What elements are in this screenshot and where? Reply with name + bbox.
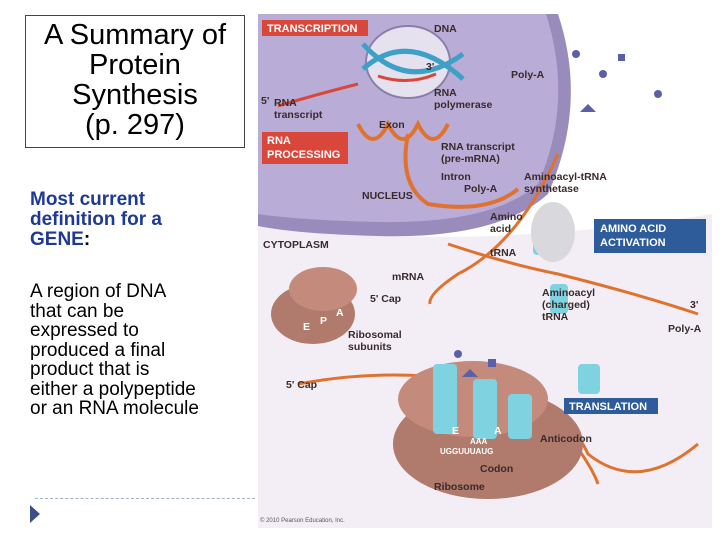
rna-processing-banner — [262, 132, 348, 164]
amino-acid-icon — [462, 369, 478, 377]
body-line: either a polypeptide — [30, 378, 196, 400]
nucleus-label: NUCLEUS — [362, 190, 413, 202]
aminoacyl-charged-label: (charged) — [542, 299, 590, 311]
amino-acid-icon — [572, 50, 580, 58]
aminoacyl-synthetase-label: Aminoacyl-tRNA — [524, 171, 607, 183]
translation-label: TRANSLATION — [569, 401, 647, 413]
amino-acid-icon — [654, 90, 662, 98]
trna-icon — [473, 379, 497, 439]
mature-mrna-strand — [403, 133, 520, 209]
rna-polymerase-label: polymerase — [434, 99, 493, 111]
rna-transcript-label: RNA — [274, 97, 297, 109]
title-line: Synthesis — [72, 79, 198, 111]
amino-acid-activation-banner — [594, 219, 706, 253]
colon: : — [83, 229, 91, 250]
body-line: that can be — [30, 300, 125, 322]
protein-synthesis-figure: TRANSCRIPTION RNA PROCESSING AMINO ACID … — [258, 14, 712, 528]
trna-icon — [508, 394, 532, 439]
footer-divider — [35, 498, 255, 499]
five-prime-label: 5' — [261, 95, 269, 107]
pre-mrna-label: RNA transcript — [441, 141, 515, 153]
trna-icon — [433, 364, 457, 434]
ribosomal-large-subunit-icon — [289, 267, 357, 311]
aminoacyl-charged-label: tRNA — [542, 311, 569, 323]
site-e-label: E — [452, 425, 459, 437]
site-p-label: P — [320, 315, 327, 327]
ribosome-label: Ribosome — [434, 481, 485, 493]
trna-icon — [578, 364, 600, 394]
aminoacyl-charged-label: Aminoacyl — [542, 287, 595, 299]
three-prime-label: 3' — [426, 61, 434, 73]
slide-title: A Summary of Protein Synthesis (p. 297) — [25, 15, 245, 148]
amino-acid-activation-label: ACTIVATION — [600, 237, 666, 249]
heading-line: GENE: — [30, 230, 240, 250]
synthetase-icon — [531, 202, 575, 262]
transcription-label: TRANSCRIPTION — [267, 23, 358, 35]
amino-acid-icon — [488, 359, 496, 367]
protein-synthesis-diagram: TRANSCRIPTION RNA PROCESSING AMINO ACID … — [258, 14, 712, 528]
heading-line: Most current — [30, 189, 146, 210]
poly-a-label: Poly-A — [511, 69, 545, 81]
transcription-banner — [262, 20, 368, 36]
ribosomal-subunits-label: Ribosomal — [348, 329, 402, 341]
rna-transcript-strand — [277, 82, 359, 108]
rna-processing-label: RNA — [267, 135, 291, 147]
pre-mrna-label: (pre-mRNA) — [441, 153, 500, 165]
amino-acid-activation-label: AMINO ACID — [600, 223, 666, 235]
amino-acid-label: acid — [490, 223, 511, 235]
amino-acid-icon — [599, 70, 607, 78]
dna-helix-icon — [361, 42, 465, 81]
copyright-text: © 2010 Pearson Education, Inc. — [260, 517, 345, 524]
intron-label: Intron — [441, 171, 471, 183]
site-a-label: A — [494, 425, 502, 437]
amino-acid-icon — [580, 104, 596, 112]
rna-transcript-label: transcript — [274, 109, 323, 121]
amino-acid-icon — [618, 54, 625, 61]
body-line: product that is — [30, 359, 150, 380]
site-a-label: A — [336, 307, 344, 319]
poly-a-label: Poly-A — [464, 183, 498, 195]
dna-label: DNA — [434, 23, 457, 35]
codon-label: Codon — [480, 463, 513, 475]
trna-icon — [550, 284, 568, 314]
translation-banner — [564, 398, 658, 414]
amino-acid-label: Amino — [490, 211, 523, 223]
heading-line: definition for a — [30, 209, 162, 230]
rna-polymerase-label: RNA — [434, 87, 457, 99]
nucleus-interior — [258, 14, 559, 223]
title-line: (p. 297) — [85, 109, 185, 141]
five-prime-cap-label: 5' Cap — [370, 293, 401, 305]
rna-processing-label: PROCESSING — [267, 149, 340, 161]
trna-label: tRNA — [490, 247, 517, 259]
three-prime-label: 3' — [690, 299, 698, 311]
body-line: A region of DNA — [30, 281, 167, 302]
next-slide-arrow-icon[interactable] — [30, 505, 40, 523]
anticodon-sequence: AAA — [470, 437, 488, 446]
aminoacyl-synthetase-label: synthetase — [524, 183, 579, 195]
five-prime-cap-label: 5' Cap — [286, 379, 317, 391]
title-line: Protein — [89, 49, 181, 81]
title-line: A Summary of — [43, 19, 227, 51]
exon-label: Exon — [379, 119, 405, 131]
body-line: expressed to — [30, 320, 139, 341]
rna-strand-icon — [377, 72, 437, 82]
mrna-label: mRNA — [392, 271, 425, 283]
cytoplasm-label: CYTOPLASM — [263, 239, 329, 251]
ribosomal-subunits-label: subunits — [348, 341, 392, 353]
amino-acid-icon — [454, 350, 462, 358]
site-e-label: E — [303, 321, 310, 333]
codon-sequence: UGGUUUAUG — [440, 447, 493, 456]
gene-definition-heading: Most current definition for a GENE: — [30, 190, 240, 250]
gene-definition-body: A region of DNA that can be expressed to… — [30, 282, 250, 419]
gene-word: GENE — [30, 229, 84, 250]
body-line: produced a final — [30, 339, 166, 361]
poly-a-label: Poly-A — [668, 323, 702, 335]
pre-mrna-strand — [356, 119, 450, 141]
anticodon-label: Anticodon — [540, 433, 592, 445]
body-line: or an RNA molecule — [30, 398, 199, 419]
